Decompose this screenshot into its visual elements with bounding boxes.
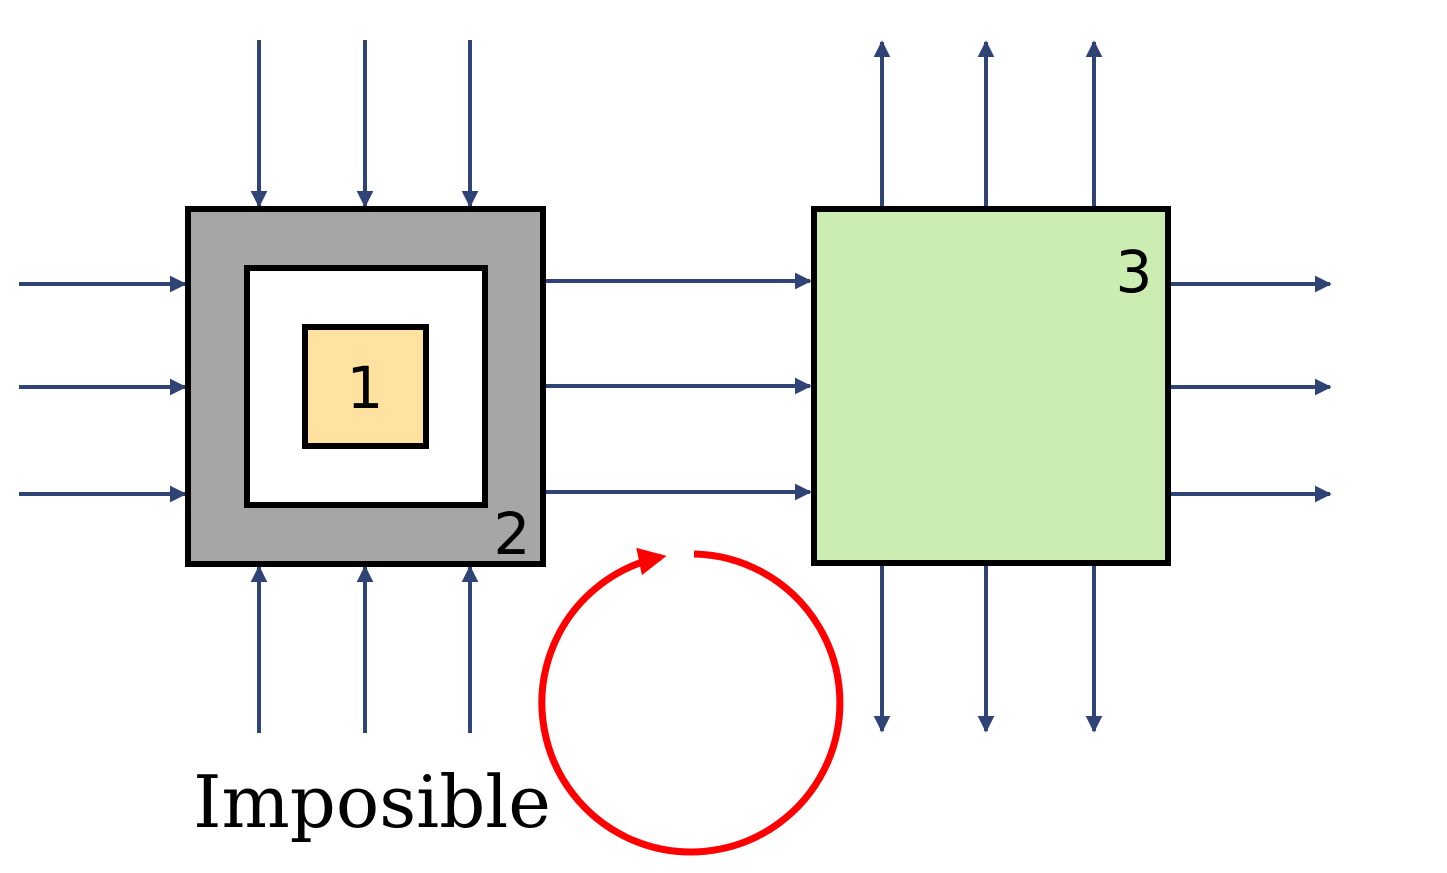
box-3-outgoing-arrows (873, 40, 1332, 733)
circular-arrow-icon (538, 547, 844, 856)
box-1-square (302, 324, 429, 449)
box-2-label: 2 (494, 500, 531, 568)
box-3-square (811, 206, 1171, 566)
box-1: 1 (302, 324, 429, 449)
box-3: 3 (811, 206, 1171, 566)
box-3-label: 3 (1116, 238, 1153, 306)
box-2-to-box-3-arrows (546, 272, 812, 501)
diagram-caption: Imposible (193, 760, 551, 844)
box-2-incoming-arrows (19, 40, 479, 733)
box-1-label: 1 (347, 354, 384, 422)
